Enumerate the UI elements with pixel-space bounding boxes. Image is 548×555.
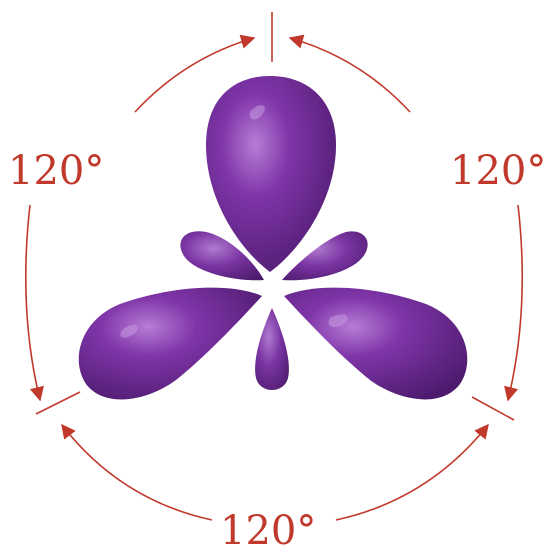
arc-bottom-left xyxy=(62,425,212,520)
axis-tick-left xyxy=(36,392,80,414)
angle-label-right: 120° xyxy=(450,148,546,194)
arc-top-left-lower xyxy=(26,205,40,400)
angle-label-bottom: 120° xyxy=(220,508,316,554)
angle-label-left: 120° xyxy=(8,148,104,194)
lobe-bottom-small xyxy=(255,308,289,390)
lobe-lower-right-large xyxy=(284,288,467,400)
axis-tick-right xyxy=(472,397,514,420)
arc-bottom-right xyxy=(336,425,488,520)
orbital-lobes xyxy=(79,76,468,399)
lobe-lower-left-large xyxy=(79,288,262,400)
arc-top-right-lower xyxy=(508,205,522,400)
